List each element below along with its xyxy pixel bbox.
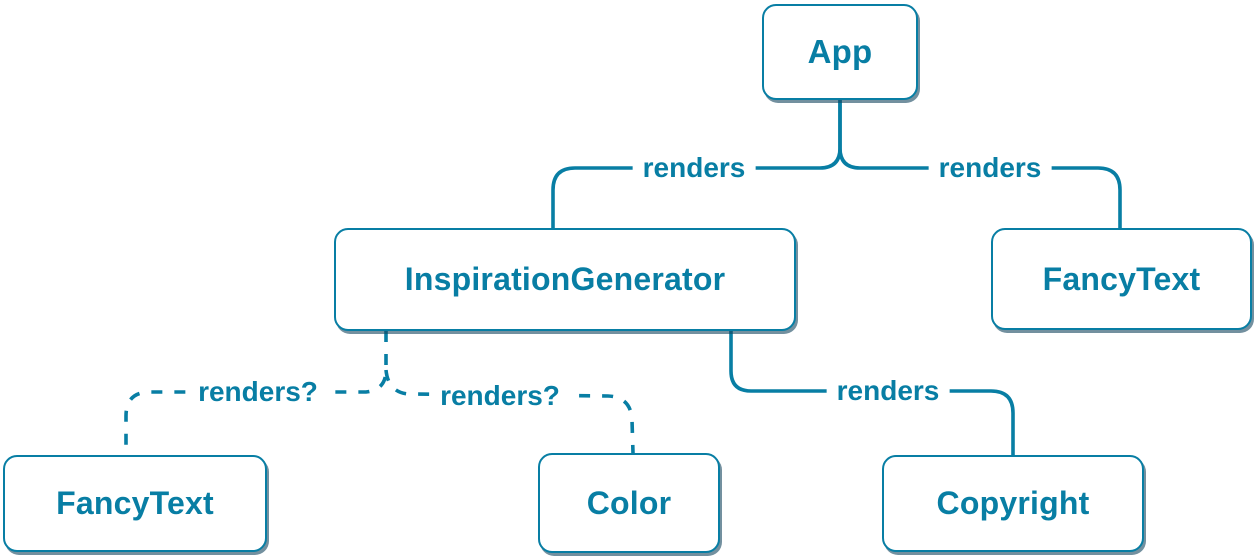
edge-label-renders-optional-fancy-text: renders? [188, 375, 328, 409]
edge-label-renders-app-inspiration-generator: renders [632, 151, 756, 185]
node-fancy-text-top-label: FancyText [1042, 260, 1201, 297]
node-inspiration-generator-label: InspirationGenerator [404, 261, 726, 297]
edge-label-renders-optional-color: renders? [430, 379, 570, 413]
node-copyright: Copyright [882, 455, 1144, 552]
node-fancy-text-bottom: FancyText [3, 455, 267, 552]
node-fancy-text-bottom-label: FancyText [56, 485, 214, 521]
node-fancy-text-top: FancyText [991, 228, 1252, 330]
edge-inspiration-generator-to-fancy-text [124, 331, 388, 455]
node-color-label: Color [586, 484, 672, 521]
node-inspiration-generator: InspirationGenerator [334, 228, 796, 331]
node-copyright-label: Copyright [936, 485, 1090, 521]
node-color: Color [538, 453, 720, 553]
edge-inspiration-generator-to-color [384, 369, 635, 454]
edge-label-renders-copyright: renders [826, 374, 950, 408]
node-app-label: App [807, 33, 873, 70]
edge-label-renders-app-fancy-text: renders [928, 151, 1052, 185]
node-app: App [762, 4, 918, 100]
